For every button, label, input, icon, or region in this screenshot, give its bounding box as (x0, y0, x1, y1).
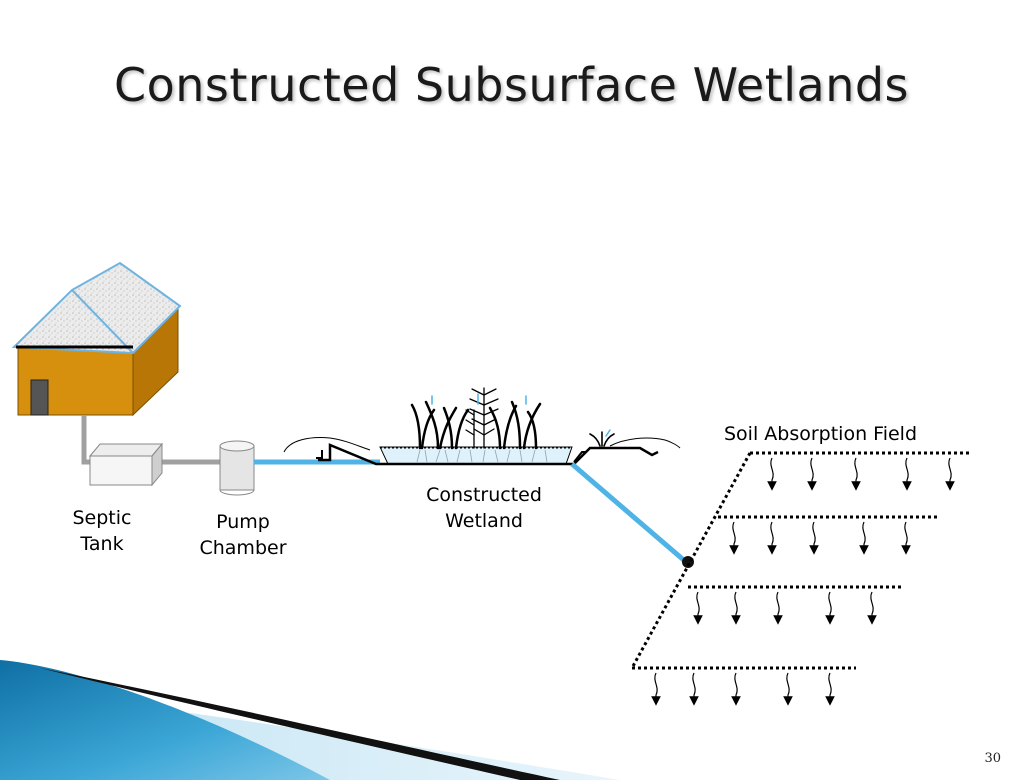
wetland-basin (316, 443, 659, 466)
constructed-wetland-label: Constructed Wetland (410, 482, 558, 534)
septic-tank-label-line1: Septic (72, 507, 132, 529)
soil-absorption-field-label: Soil Absorption Field (724, 423, 918, 445)
house (11, 261, 182, 417)
pump-chamber-label: Pump Chamber (190, 509, 296, 561)
soil-absorption-field (630, 451, 972, 670)
distribution-box (682, 556, 694, 568)
constructed-wetland-label-line2: Wetland (445, 510, 523, 532)
blue-pipe-outlet (570, 462, 688, 564)
septic-tank-label-line2: Tank (80, 533, 124, 555)
slide-number: 30 (984, 751, 1001, 766)
percolation-arrows (651, 457, 955, 706)
pump-chamber (219, 440, 255, 496)
constructed-wetland-label-line1: Constructed (426, 484, 542, 506)
wetland-plants (410, 387, 615, 450)
septic-tank (88, 442, 164, 487)
decorative-wave (0, 660, 620, 780)
ground-surface (283, 437, 681, 453)
pump-chamber-label-line1: Pump (216, 511, 270, 533)
septic-tank-label: Septic Tank (60, 505, 144, 557)
pump-chamber-label-line2: Chamber (199, 537, 287, 559)
slide-title: Constructed Subsurface Wetlands (113, 58, 910, 112)
